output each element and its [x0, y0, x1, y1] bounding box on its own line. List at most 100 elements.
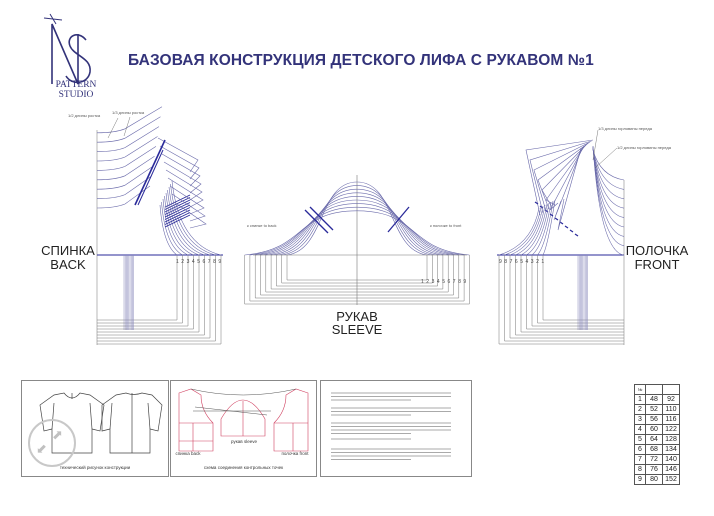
size-number: 5 — [520, 259, 523, 265]
front-armhole-line — [509, 205, 544, 256]
front-neck-line — [592, 149, 625, 181]
logo-text-line2: STUDIO — [58, 90, 94, 100]
size-table-cell: 140 — [662, 454, 680, 465]
size-number: 6 — [447, 279, 451, 285]
scheme-front-label: полочка front — [281, 451, 309, 456]
size-table-cell: 48 — [645, 394, 663, 405]
instructions-text-lines — [331, 392, 451, 460]
front-notch — [554, 217, 559, 221]
size-number: 4 — [525, 259, 529, 265]
back-neck-shoulder-line — [96, 126, 160, 152]
technical-caption: технический рисунок конструкции — [59, 465, 131, 470]
front-size-outline — [542, 255, 624, 321]
front-shoulder-line — [549, 145, 585, 211]
size-table-cell: 134 — [662, 444, 680, 455]
front-note-leader — [592, 129, 618, 169]
size-table-cell: 92 — [662, 394, 680, 405]
size-number: 5 — [442, 279, 445, 285]
size-number: 3 — [186, 259, 190, 265]
size-number: 2 — [536, 259, 539, 265]
back-shoulder-line — [161, 153, 201, 187]
size-table-cell: 116 — [662, 414, 680, 425]
size-table-cell: 110 — [662, 404, 680, 415]
back-shoulder-line — [159, 145, 200, 180]
size-table-cell: 52 — [645, 404, 663, 415]
size-table-cell: 56 — [645, 414, 663, 425]
front-label-ru: ПОЛОЧКА — [625, 243, 689, 258]
front-shoulder-line — [525, 139, 594, 216]
sleeve-notch-back — [304, 209, 329, 234]
front-size-outline — [526, 255, 624, 330]
front-notch — [534, 201, 539, 205]
back-label-ru: СПИНКА — [41, 243, 95, 258]
back-note-leader — [107, 116, 131, 139]
sleeve-size-outline — [260, 255, 454, 296]
size-table-cell: 152 — [662, 474, 680, 485]
size-number: 2 — [426, 279, 430, 285]
back-neck-shoulder-line — [96, 156, 155, 181]
size-number: 7 — [452, 279, 456, 285]
size-table-cell: 128 — [662, 434, 680, 445]
size-table-cell: 3 — [634, 414, 646, 425]
back-size-outline — [97, 255, 222, 345]
size-table-cell: 5 — [634, 434, 646, 445]
front-shoulder-line — [553, 146, 583, 221]
sleeve-cap-line — [271, 192, 443, 256]
size-number: 3 — [530, 259, 534, 265]
back-neck-shoulder-line — [96, 106, 163, 134]
back-note-third: 1/3 длины ростка — [112, 110, 145, 115]
back-size-outline — [97, 255, 178, 321]
sleeve-notch-front — [387, 206, 410, 233]
size-number: 8 — [504, 259, 508, 265]
front-shoulder-line — [537, 142, 589, 210]
front-notch — [569, 229, 574, 233]
back-notch — [164, 204, 191, 218]
back-notch — [164, 199, 191, 213]
logo-text-line1: PATTERN — [55, 80, 97, 90]
size-table-cell: 1 — [634, 394, 646, 405]
size-number: 8 — [458, 279, 461, 285]
front-size-outline — [531, 255, 624, 327]
back-armhole-line — [159, 204, 178, 256]
front-size-outline — [520, 255, 624, 333]
page-title: БАЗОВАЯ КОНСТРУКЦИЯ ДЕТСКОГО ЛИФА С РУКА… — [128, 52, 594, 69]
sleeve-cap-line — [255, 203, 459, 256]
size-table-cell: 146 — [662, 464, 680, 475]
back-shoulder-line — [165, 169, 203, 201]
size-table-cell: 76 — [645, 464, 663, 475]
back-size-outline — [97, 255, 211, 339]
size-number: 6 — [202, 259, 206, 265]
technical-drawing-panel[interactable]: ⬈ ⬋ технический рисунок конструкции — [21, 380, 169, 477]
sleeve-to-front: к полочке to front — [430, 223, 462, 228]
scheme-sleeve-label: рукав sleeve — [231, 439, 257, 444]
back-notch — [164, 207, 191, 220]
expand-icon[interactable]: ⬈ ⬋ — [28, 419, 76, 467]
back-armhole-line — [165, 192, 200, 256]
size-table-cell: 80 — [645, 474, 663, 485]
back-shoulder-line — [157, 137, 199, 173]
size-number: 4 — [191, 259, 195, 265]
sleeve-cap-line — [249, 206, 465, 256]
back-size-outline — [97, 255, 216, 342]
back-neck-shoulder-line — [96, 175, 152, 199]
back-shoulder-line — [163, 161, 202, 194]
front-armhole-line — [526, 202, 550, 256]
size-table-cell: 9 — [634, 474, 646, 485]
back-size-outline — [97, 255, 183, 324]
sleeve-cap-line — [286, 181, 428, 256]
size-table-header: № — [634, 384, 680, 395]
scheme-panel[interactable]: рукав sleeve спинка back полочка front с… — [170, 380, 317, 477]
sleeve-cap-line — [265, 196, 449, 256]
front-notch — [559, 221, 564, 225]
front-notch — [549, 213, 554, 217]
size-table-cell: 2 — [634, 404, 646, 415]
sleeve-size-outline — [276, 255, 438, 287]
front-armhole-line — [531, 201, 552, 256]
front-shoulder-line — [529, 140, 592, 214]
